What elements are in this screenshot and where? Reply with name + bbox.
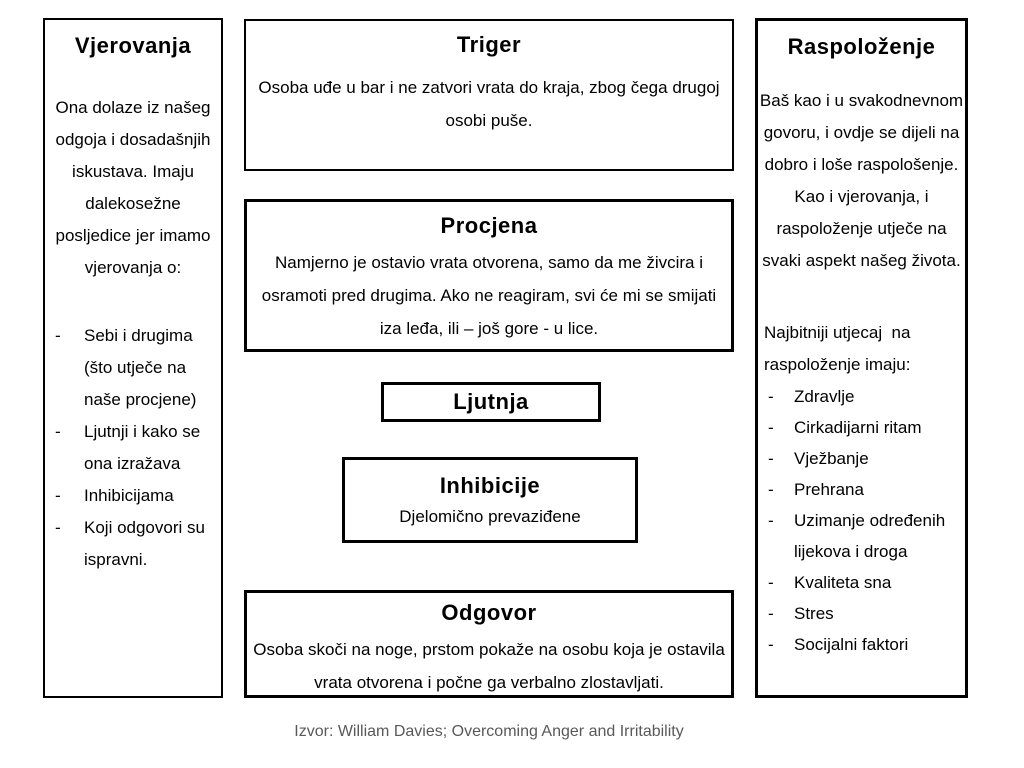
response-box: Odgovor Osoba skoči na noge, prstom poka… xyxy=(244,590,734,698)
beliefs-list: - Sebi i drugima (što utječe na naše pro… xyxy=(50,320,216,576)
mood-title: Raspoloženje xyxy=(787,34,936,59)
list-item: - Kvaliteta sna xyxy=(764,567,961,598)
bullet-label: Socijalni faktori xyxy=(794,635,909,654)
appraisal-title: Procjena xyxy=(440,213,538,238)
trigger-box: Triger Osoba uđe u bar i ne zatvori vrat… xyxy=(244,19,734,171)
mood-intro: Baš kao i u svakodnevnom govoru, i ovdje… xyxy=(759,91,964,270)
bullet-dash: - xyxy=(768,418,774,437)
bullet-dash: - xyxy=(768,449,774,468)
list-item: - Koji odgovori su ispravni. xyxy=(50,512,216,576)
bullet-dash: - xyxy=(768,573,774,592)
list-item: - Stres xyxy=(764,598,961,629)
bullet-label: Ljutnji i kako se ona izražava xyxy=(84,422,201,473)
bullet-dash: - xyxy=(768,387,774,406)
beliefs-title: Vjerovanja xyxy=(74,33,192,58)
beliefs-intro: Ona dolaze iz našeg odgoja i dosadašnjih… xyxy=(55,98,211,277)
bullet-label: Stres xyxy=(794,604,834,623)
list-item: - Cirkadijarni ritam xyxy=(764,412,961,443)
bullet-dash: - xyxy=(768,635,774,654)
bullet-dash: - xyxy=(768,604,774,623)
appraisal-body: Namjerno je ostavio vrata otvorena, samo… xyxy=(261,253,717,338)
appraisal-box: Procjena Namjerno je ostavio vrata otvor… xyxy=(244,199,734,352)
list-item: - Prehrana xyxy=(764,474,961,505)
beliefs-panel: Vjerovanja Ona dolaze iz našeg odgoja i … xyxy=(43,18,223,698)
bullet-dash: - xyxy=(768,511,774,530)
anger-box: Ljutnja xyxy=(381,382,601,422)
bullet-label: Inhibicijama xyxy=(84,486,174,505)
response-title: Odgovor xyxy=(441,600,537,625)
mood-subheading: Najbitniji utjecaj na raspoloženje imaju… xyxy=(764,323,916,374)
mood-list: - Zdravlje - Cirkadijarni ritam - Vježba… xyxy=(758,381,965,660)
bullet-label: Sebi i drugima (što utječe na naše procj… xyxy=(84,326,197,409)
list-item: - Inhibicijama xyxy=(50,480,216,512)
anger-title: Ljutnja xyxy=(453,389,529,414)
bullet-label: Vježbanje xyxy=(794,449,869,468)
inhibitions-box: Inhibicije Djelomično prevaziđene xyxy=(342,457,638,543)
bullet-label: Koji odgovori su ispravni. xyxy=(84,518,205,569)
trigger-title: Triger xyxy=(456,32,522,57)
list-item: - Socijalni faktori xyxy=(764,629,961,660)
list-item: - Zdravlje xyxy=(764,381,961,412)
bullet-dash: - xyxy=(55,518,61,537)
source-caption: Izvor: William Davies; Overcoming Anger … xyxy=(294,723,684,740)
bullet-dash: - xyxy=(55,486,61,505)
bullet-dash: - xyxy=(768,480,774,499)
inhibitions-body: Djelomično prevaziđene xyxy=(399,507,581,526)
bullet-label: Prehrana xyxy=(794,480,864,499)
list-item: - Sebi i drugima (što utječe na naše pro… xyxy=(50,320,216,416)
bullet-dash: - xyxy=(55,326,61,345)
trigger-body: Osoba uđe u bar i ne zatvori vrata do kr… xyxy=(258,78,720,130)
list-item: - Ljutnji i kako se ona izražava xyxy=(50,416,216,480)
bullet-label: Zdravlje xyxy=(794,387,855,406)
inhibitions-title: Inhibicije xyxy=(439,473,541,498)
list-item: - Uzimanje određenih lijekova i droga xyxy=(764,505,961,567)
response-body: Osoba skoči na noge, prstom pokaže na os… xyxy=(253,640,725,692)
list-item: - Vježbanje xyxy=(764,443,961,474)
bullet-dash: - xyxy=(55,422,61,441)
bullet-label: Cirkadijarni ritam xyxy=(794,418,922,437)
bullet-label: Uzimanje određenih lijekova i droga xyxy=(794,511,946,561)
bullet-label: Kvaliteta sna xyxy=(794,573,892,592)
mood-panel: Raspoloženje Baš kao i u svakodnevnom go… xyxy=(755,18,968,698)
